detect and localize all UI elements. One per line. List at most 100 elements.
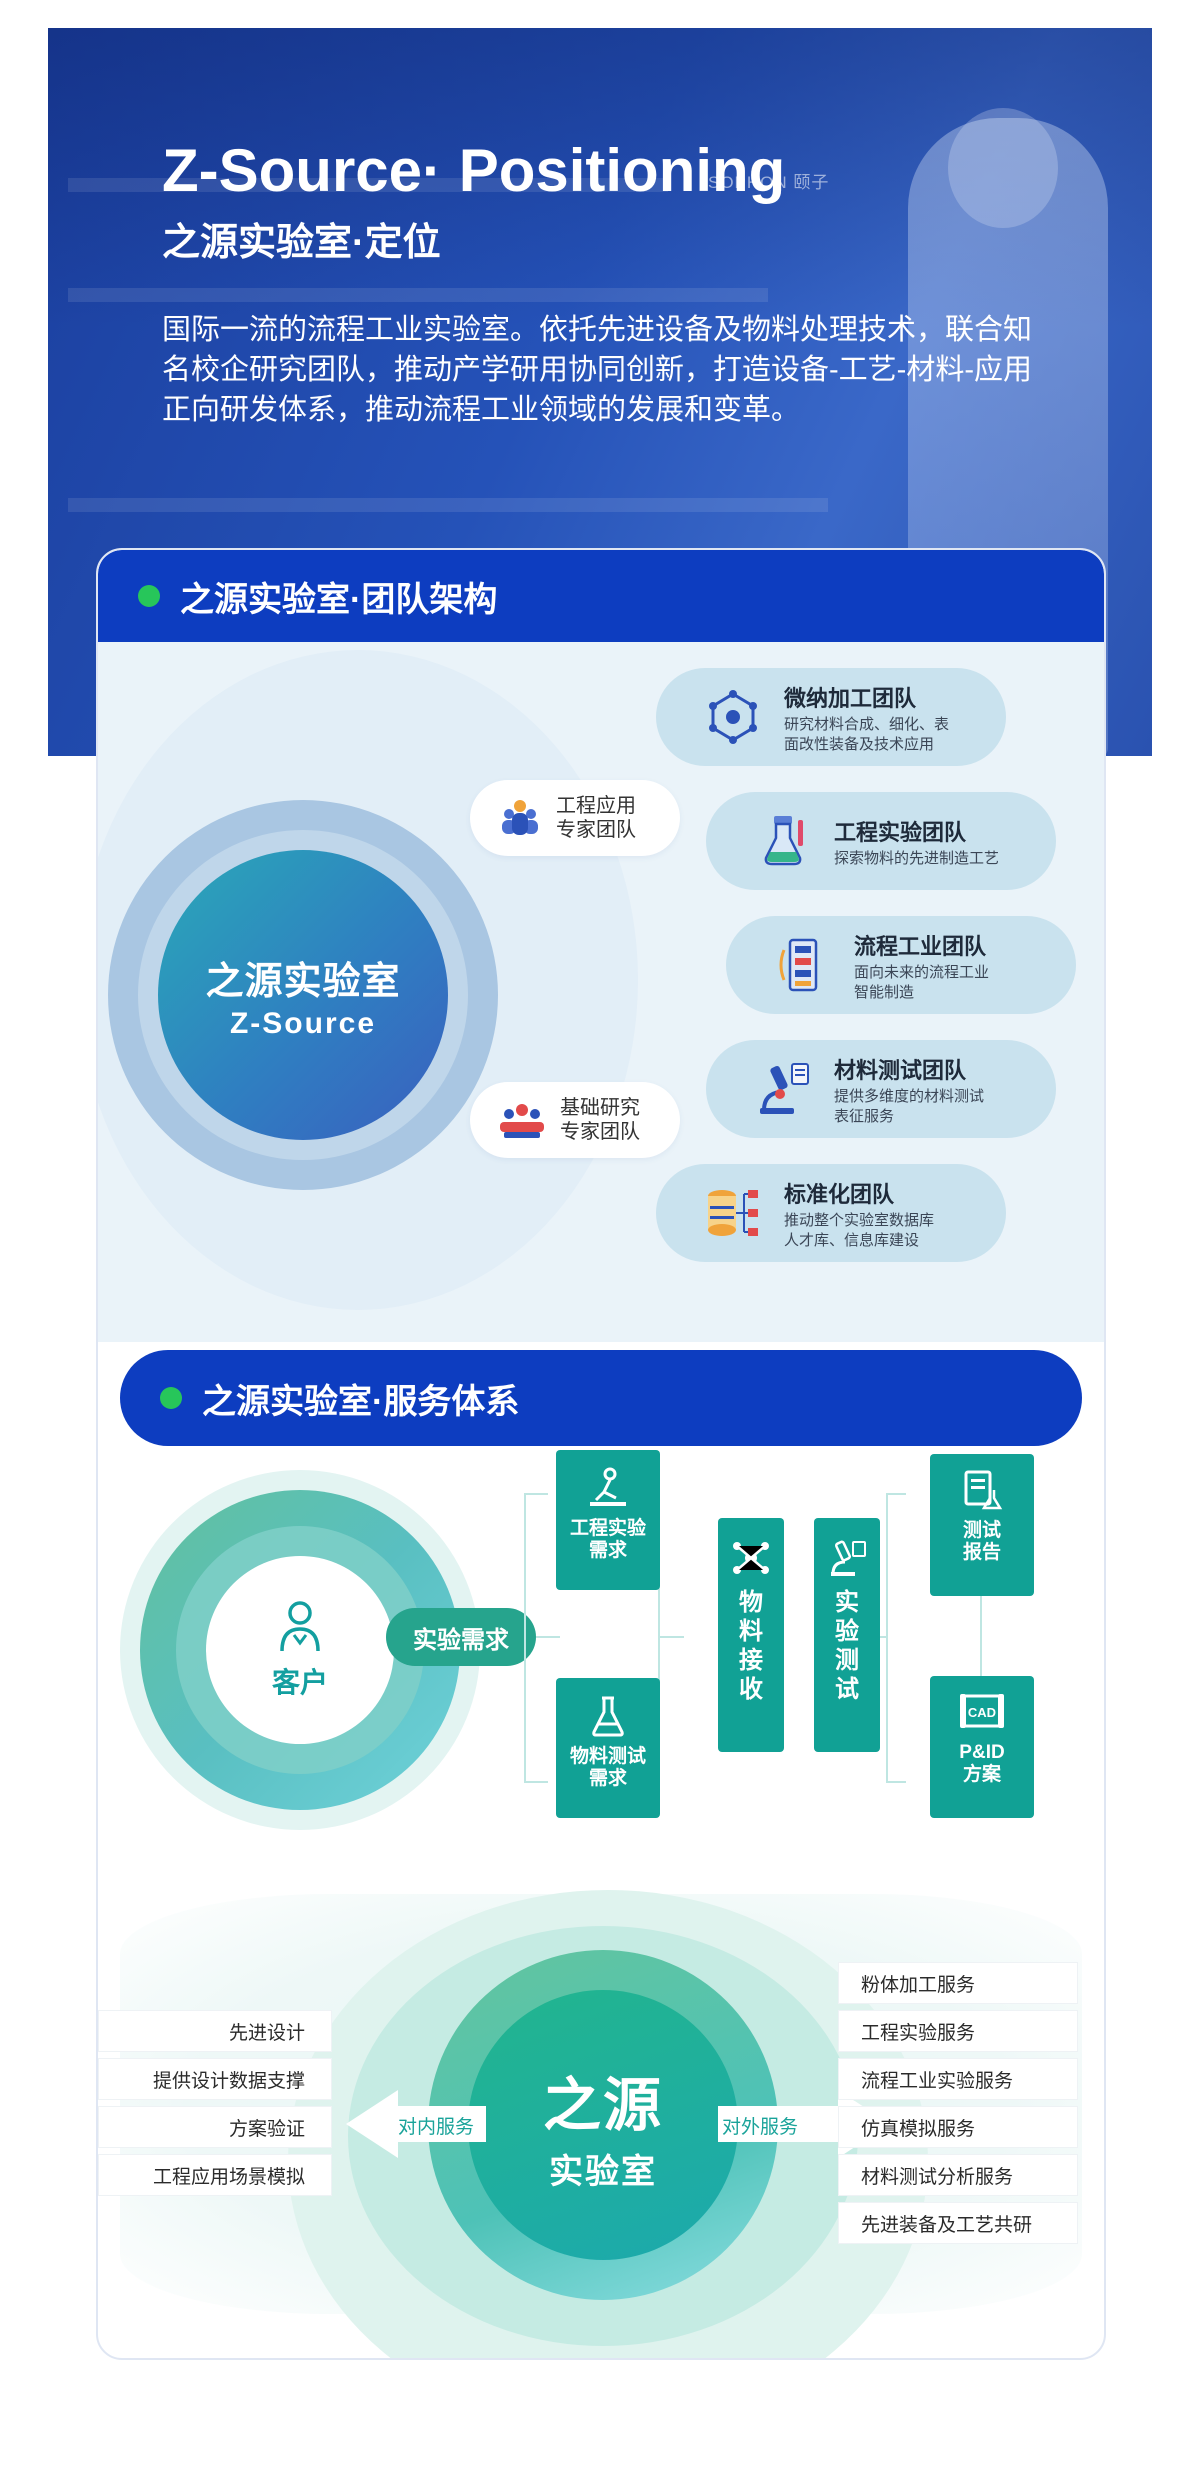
team-pill-materials: 材料测试团队 提供多维度的材料测试 表征服务	[706, 1040, 1056, 1138]
hero-title-en: Z-Source· Positioning	[162, 137, 786, 204]
pid-plan-line2: 方案	[962, 1764, 1001, 1785]
team-desc-2: 表征服务	[834, 1108, 895, 1125]
external-service-label: 对外服务	[722, 2117, 799, 2138]
external-item: 粉体加工服务	[838, 1962, 1078, 2004]
engineering-need-box: 工程实验 需求	[556, 1450, 660, 1590]
connector-line	[886, 1781, 906, 1783]
expert-pill-engineering: 工程应用 专家团队	[470, 780, 680, 856]
lab-shelf	[68, 498, 828, 512]
connector-line	[658, 1493, 660, 1783]
core-title-2: 实验室	[549, 2152, 657, 2191]
expert-label-1: 工程应用	[556, 795, 636, 817]
team-desc-2: 人才库、信息库建设	[784, 1232, 920, 1249]
connector-line	[524, 1493, 548, 1495]
green-dot-icon	[160, 1387, 182, 1409]
test-report-box: 测试 报告	[930, 1454, 1034, 1596]
material-receive-char: 接	[739, 1647, 763, 1674]
test-report-line2: 报告	[962, 1542, 1001, 1563]
experiment-test-char: 实	[835, 1589, 859, 1616]
expert-label-2: 专家团队	[556, 819, 636, 841]
external-item: 工程实验服务	[838, 2010, 1078, 2052]
team-name: 标准化团队	[784, 1182, 895, 1207]
customer-label: 客户	[271, 1667, 328, 1698]
engineering-need-line1: 工程实验	[569, 1518, 646, 1539]
experiment-test-char: 测	[835, 1647, 859, 1674]
internal-item: 工程应用场景模拟	[98, 2154, 332, 2196]
lab-sign: SOPHON 颐子	[708, 173, 830, 192]
team-desc-1: 推动整个实验室数据库	[784, 1212, 935, 1229]
connector-line	[524, 1781, 548, 1783]
external-item: 仿真模拟服务	[838, 2106, 1078, 2148]
hero-description: 国际一流的流程工业实验室。依托先进设备及物料处理技术，联合知名校企研究团队，推动…	[162, 314, 1033, 426]
connector-line	[536, 1636, 560, 1638]
connector-line	[980, 1596, 982, 1676]
lab-shelf	[68, 288, 768, 302]
material-receive-char: 料	[739, 1618, 763, 1645]
external-item: 流程工业实验服务	[838, 2058, 1078, 2100]
team-pill-engineering: 工程实验团队 探索物料的先进制造工艺	[706, 792, 1056, 890]
team-desc-1: 提供多维度的材料测试	[834, 1088, 985, 1105]
connector-line	[660, 1636, 684, 1638]
material-need-line2: 需求	[588, 1768, 627, 1789]
microscope-icon	[831, 1540, 866, 1576]
internal-item: 先进设计	[98, 2010, 332, 2052]
flask-icon	[592, 1696, 624, 1737]
internal-item: 方案验证	[98, 2106, 332, 2148]
team-name: 流程工业团队	[854, 934, 987, 959]
internal-service-label: 对内服务	[398, 2117, 475, 2138]
experiment-test-char: 试	[835, 1676, 859, 1703]
external-item: 材料测试分析服务	[838, 2154, 1078, 2196]
lab-shelf	[68, 178, 668, 192]
center-title-cn: 之源实验室	[205, 960, 401, 1003]
hero-shade	[48, 28, 1152, 328]
cad-icon-text: CAD	[968, 1705, 996, 1720]
network-icon	[733, 1542, 769, 1574]
team-pill-process: 流程工业团队 面向未来的流程工业 智能制造	[726, 916, 1076, 1014]
material-receive-char: 收	[739, 1676, 763, 1703]
main-card: 之源实验室·团队架构 之源实验室 Z-Source 工程应用 专家团队	[96, 548, 1106, 2360]
team-name: 微纳加工团队	[784, 686, 917, 711]
engineer-group-icon	[502, 800, 538, 835]
material-receive-char: 物	[739, 1589, 763, 1616]
material-need-box: 物料测试 需求	[556, 1678, 660, 1818]
cad-icon: CAD	[960, 1694, 1004, 1728]
expert-label-2: 专家团队	[560, 1121, 640, 1143]
team-desc-2: 面改性装备及技术应用	[784, 736, 935, 753]
internal-item: 提供设计数据支撑	[98, 2058, 332, 2100]
center-badge: 之源实验室 Z-Source	[158, 850, 448, 1140]
service-section-heading: 之源实验室·服务体系	[120, 1350, 1082, 1446]
pid-plan-line1: P&ID	[959, 1742, 1005, 1763]
arrow-left-shaft	[396, 2106, 486, 2142]
team-name: 材料测试团队	[834, 1058, 967, 1083]
report-icon	[964, 1470, 1003, 1510]
research-group-icon	[500, 1104, 544, 1138]
experiment-person-icon	[590, 1467, 626, 1506]
team-pill-standard: 标准化团队 推动整个实验室数据库 人才库、信息库建设	[656, 1164, 1006, 1262]
customer-badge: 客户	[206, 1556, 394, 1744]
connector-line	[524, 1493, 526, 1783]
core-title-1: 之源	[542, 2072, 663, 2138]
scientist-head	[948, 108, 1058, 228]
microscope-icon	[760, 1063, 809, 1114]
flowchart-icon	[779, 938, 818, 992]
green-dot-icon	[138, 585, 160, 607]
engineering-need-line2: 需求	[588, 1540, 627, 1561]
hero-title-cn: 之源实验室·定位	[162, 222, 441, 264]
material-receive-box: 物 料 接 收	[718, 1518, 784, 1752]
experiment-test-char: 验	[835, 1618, 859, 1645]
team-desc-1: 探索物料的先进制造工艺	[834, 850, 1000, 867]
database-icon	[708, 1190, 758, 1236]
pid-plan-box: CAD P&ID 方案	[930, 1676, 1034, 1818]
diagram-core-badge: 之源 实验室	[468, 1990, 738, 2260]
material-need-line1: 物料测试	[569, 1746, 646, 1767]
arrow-right-shaft	[718, 2106, 840, 2142]
team-desc-2: 智能制造	[854, 984, 915, 1001]
team-pill-micronano: 微纳加工团队 研究材料合成、细化、表 面改性装备及技术应用	[656, 668, 1006, 766]
molecule-icon	[709, 690, 757, 744]
team-name: 工程实验团队	[834, 820, 967, 845]
experiment-test-box: 实 验 测 试	[814, 1518, 880, 1752]
expert-pill-research: 基础研究 专家团队	[470, 1082, 680, 1158]
service-heading-text: 之源实验室·服务体系	[202, 1382, 520, 1421]
team-section-heading: 之源实验室·团队架构	[98, 550, 1104, 642]
customer-icon	[280, 1601, 320, 1652]
